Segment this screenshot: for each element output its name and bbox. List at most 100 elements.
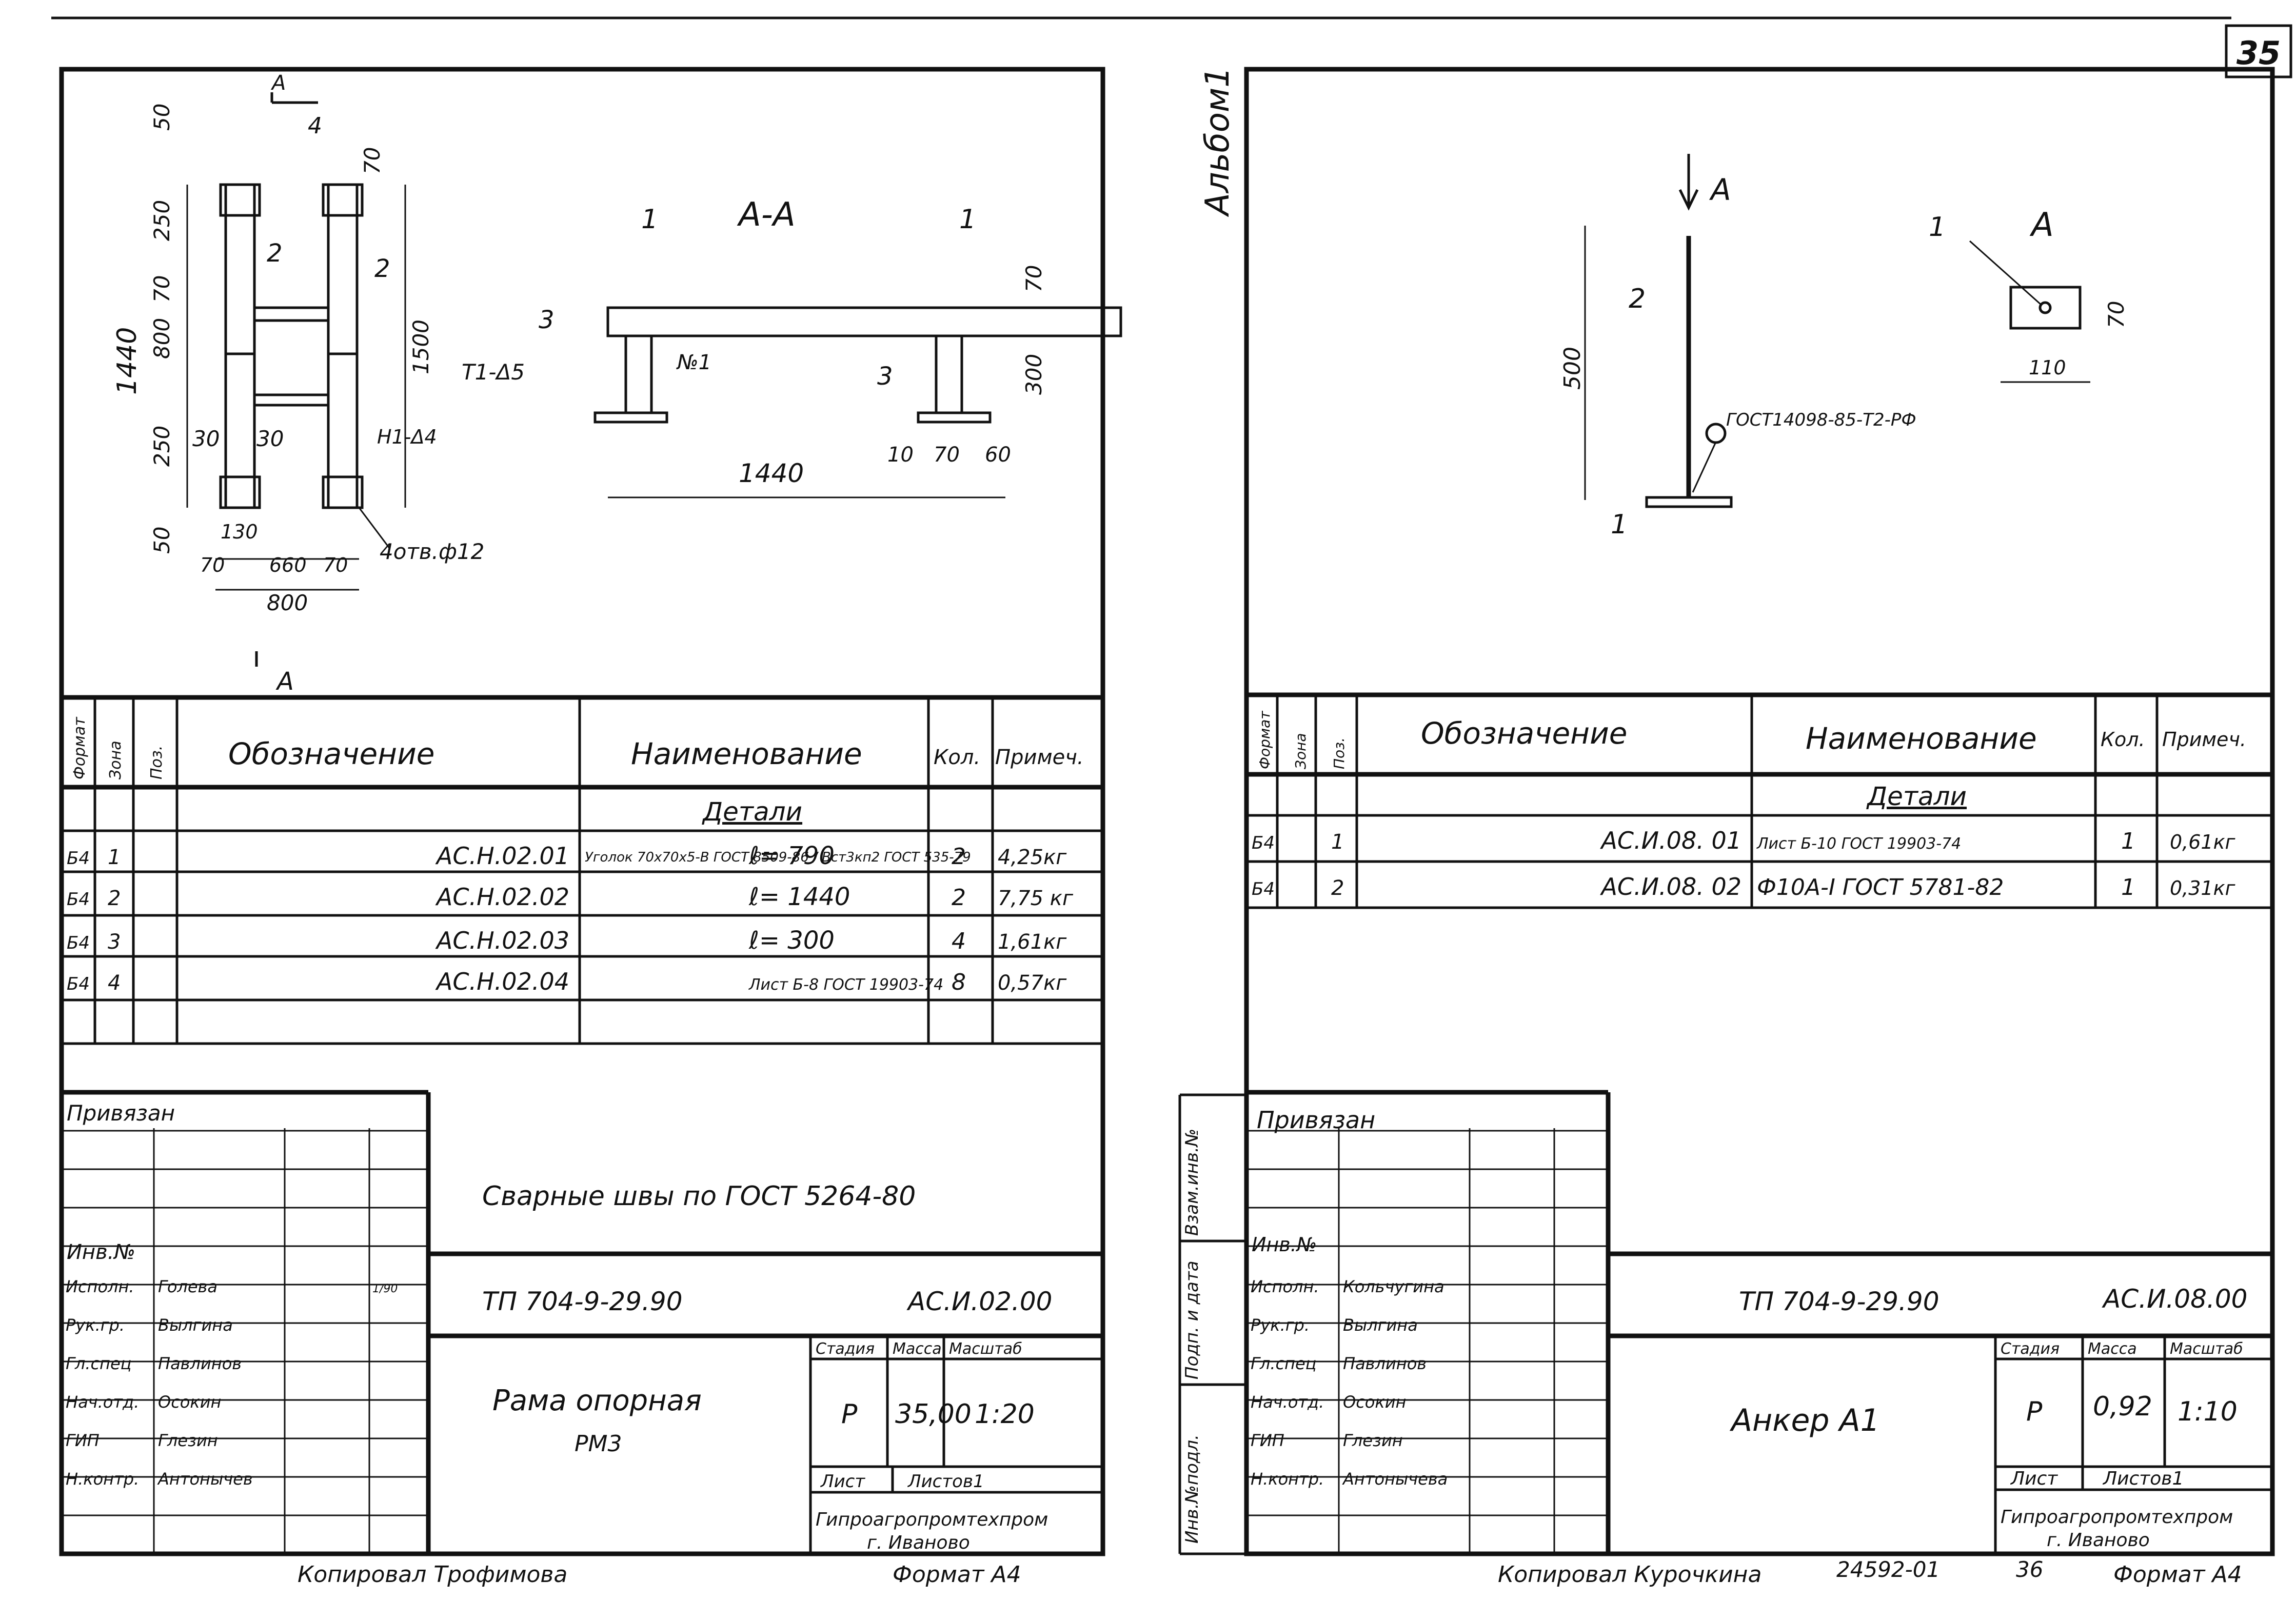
- signer-name: Глезин: [1343, 1431, 1403, 1450]
- r-col-name: Наименование: [1806, 721, 2037, 756]
- r-scale-label: Масштаб: [2170, 1340, 2243, 1358]
- signer-role: Рук.гр.: [66, 1315, 125, 1335]
- signer-role: Н.контр.: [66, 1469, 139, 1489]
- spec-row-format: Б4: [67, 889, 90, 910]
- dim-500: 500: [1559, 347, 1586, 390]
- dim-60: 60: [985, 443, 1011, 467]
- r-spec-row-format: Б4: [1252, 833, 1275, 853]
- dim-70-b: 70: [360, 147, 385, 174]
- left-plan-view: 50 250 70 800 1440 250 50 1500 70 30 30 …: [112, 71, 484, 696]
- inv-label: Инв.№: [67, 1240, 135, 1264]
- r-spec-row-designation: АС.И.08. 01: [1599, 827, 1741, 854]
- side-label-inv: Инв.№подл.: [1182, 1434, 1202, 1544]
- dim-50-top: 50: [149, 104, 174, 131]
- callout-section-3a: 3: [539, 306, 555, 334]
- stage-label: Стадия: [816, 1340, 875, 1358]
- cut-label-top: А: [270, 71, 286, 95]
- dim-800-bottom: 800: [267, 590, 308, 615]
- left-spec-table: Формат Зона Поз. Обозначение Наименовани…: [62, 695, 1103, 1045]
- dim-30-a: 30: [192, 426, 220, 451]
- right-sheet: Инв.№подл. Подп. и дата Взам.инв.№ А 500…: [1178, 67, 2275, 1556]
- signer-name: Павлинов: [158, 1354, 242, 1373]
- dim-70-d: 70: [323, 554, 348, 576]
- plate-view-label: А: [2029, 206, 2054, 244]
- welds-note: Сварные швы по ГОСТ 5264-80: [482, 1181, 916, 1212]
- r-mass-label: Масса: [2088, 1340, 2137, 1358]
- dim-70-section: 70: [1021, 265, 1046, 292]
- signer-role: Рук.гр.: [1251, 1315, 1310, 1335]
- spec-row-pos: 1: [108, 846, 121, 869]
- sheet-number: 36: [2016, 1557, 2043, 1582]
- col-zone: Зона: [107, 741, 125, 779]
- org-city: г. Иваново: [867, 1532, 970, 1553]
- r-doc-code: АС.И.08.00: [2102, 1284, 2247, 1314]
- col-note: Примеч.: [995, 746, 1084, 769]
- r-spec-row-pos: 2: [1331, 876, 1344, 900]
- drawing-subtitle: РМ3: [575, 1431, 622, 1457]
- r-stage-label: Стадия: [2001, 1340, 2060, 1358]
- r-spec-row-qty: 1: [2121, 828, 2135, 854]
- spec-row-designation: АС.Н.02.02: [435, 883, 569, 911]
- r-col-zone: Зона: [1292, 733, 1309, 769]
- dim-70-plate: 70: [2104, 301, 2129, 328]
- spec-row-name: Лист Б-8 ГОСТ 19903-74: [748, 976, 943, 994]
- callout-4: 4: [308, 113, 322, 139]
- r-spec-section: Детали: [1866, 782, 1967, 811]
- signer-name: Павлинов: [1343, 1354, 1427, 1373]
- plate-view: А 1 110 70: [1929, 206, 2129, 383]
- r-spec-row-name: Ф10А-I ГОСТ 5781-82: [1757, 874, 2004, 900]
- spec-row-format: Б4: [67, 933, 90, 953]
- r-spec-row-designation: АС.И.08. 02: [1599, 873, 1741, 900]
- spec-row-designation: АС.Н.02.03: [435, 927, 569, 954]
- signer-name: Антонычева: [1342, 1469, 1448, 1489]
- r-project-code: ТП 704-9-29.90: [1739, 1287, 1939, 1316]
- scale-value: 1:20: [975, 1399, 1035, 1430]
- spec-section: Детали: [702, 797, 802, 827]
- mass-label: Масса: [893, 1340, 942, 1358]
- anchor-callout-2: 2: [1629, 284, 1646, 314]
- r-spec-row-qty: 1: [2121, 874, 2135, 900]
- r-col-note: Примеч.: [2162, 728, 2246, 751]
- r-org-name: Гипроагропромтехпром: [2001, 1507, 2233, 1528]
- format-right: Формат А4: [2113, 1562, 2242, 1588]
- spec-row-designation: АС.Н.02.04: [435, 968, 569, 995]
- sheets-label: Листов1: [907, 1471, 984, 1492]
- spec-row-format: Б4: [67, 974, 90, 994]
- anchor-plate: [1645, 496, 1733, 508]
- callout-2a: 2: [267, 239, 283, 268]
- col-designation: Обозначение: [228, 736, 434, 771]
- signer-name: Глезин: [158, 1431, 218, 1450]
- plate-bottom-right: [322, 475, 364, 509]
- drawing-title: Рама опорная: [492, 1384, 702, 1417]
- r-spec-row-pos: 1: [1331, 830, 1344, 854]
- left-section-view: А-А 1440 70 300 10 70 60 1 1 3 3 Т1-Δ5 №…: [462, 196, 1122, 498]
- dim-300-section: 300: [1021, 354, 1046, 395]
- anchor-view: А 500 2 1 ГОСТ14098-85-Т2-РФ: [1559, 154, 1916, 540]
- r-col-pos: Поз.: [1331, 737, 1348, 769]
- r-bound-label: Привязан: [1257, 1106, 1375, 1134]
- spec-row-note: 1,61кг: [998, 930, 1067, 954]
- signer-role: Н.контр.: [1251, 1469, 1324, 1489]
- spec-row-qty: 2: [952, 885, 966, 911]
- copied-left: Копировал Трофимова: [298, 1562, 567, 1588]
- signer-name: Кольчугина: [1343, 1277, 1444, 1296]
- r-sheet-label: Лист: [2010, 1468, 2058, 1489]
- dim-130: 130: [221, 521, 258, 543]
- left-post-lower: [224, 352, 256, 509]
- side-label-replace: Взам.инв.№: [1182, 1129, 1202, 1236]
- r-org-city: г. Иваново: [2047, 1530, 2150, 1551]
- spec-row-format: Б4: [67, 848, 90, 869]
- spec-row-qty: 4: [952, 928, 966, 954]
- left-title-block: Привязан Инв.№ Сварные швы по ГОСТ 5264-…: [62, 1090, 1103, 1554]
- col-name: Наименование: [631, 736, 862, 771]
- signer-name: Вылгина: [1343, 1315, 1418, 1335]
- section-title: А-А: [737, 196, 796, 234]
- left-post-lower-2: [327, 352, 359, 509]
- callout-2b: 2: [374, 254, 390, 283]
- signer-role: ГИП: [66, 1431, 100, 1450]
- signer-role: Нач.отд.: [66, 1392, 139, 1412]
- signer-date: 1/90: [372, 1283, 398, 1295]
- page-number: 35: [2236, 34, 2281, 72]
- left-post-upper: [224, 183, 256, 509]
- signer-role: Исполн.: [1251, 1277, 1319, 1296]
